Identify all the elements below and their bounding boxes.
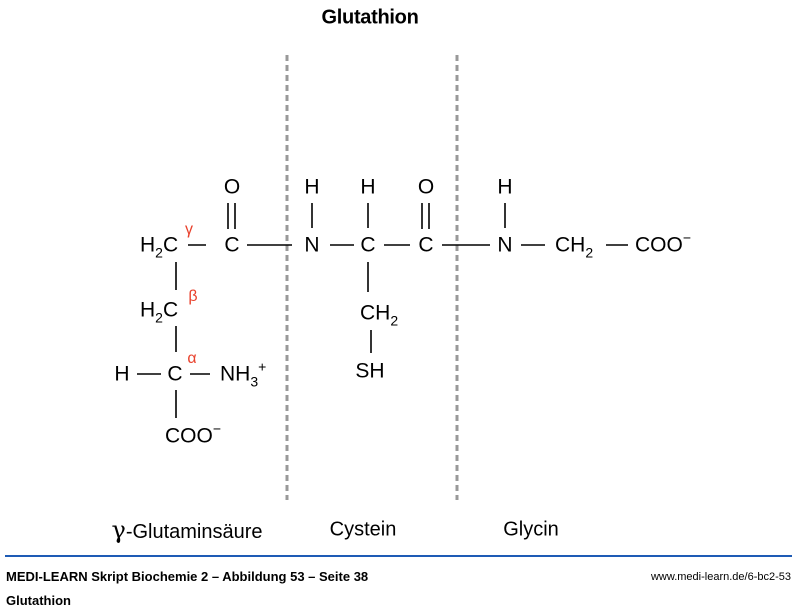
atom-text: C (162, 233, 179, 257)
atom-carbonyl1-c: C (224, 233, 240, 257)
atom-charge: + (258, 358, 267, 375)
atom-subscript: 2 (585, 244, 594, 261)
diagram-title: Glutathion (321, 6, 419, 29)
atom-n2: N (497, 233, 513, 257)
atom-text: H (140, 233, 156, 257)
atom-alpha-h: H (114, 362, 130, 386)
atom-alpha-c: C (167, 362, 183, 386)
atom-gamma-ch2: H2C (140, 233, 179, 260)
atom-subscript: 2 (155, 309, 163, 326)
footer-divider (5, 555, 792, 557)
atom-cys-ch2: CH2 (360, 301, 398, 328)
atom-glu-coo: COO− (165, 422, 221, 448)
atom-n2-h: H (497, 175, 513, 199)
atom-cys-calpha: C (360, 233, 376, 257)
atom-text: H (140, 298, 156, 322)
gamma-symbol: γ (111, 516, 126, 544)
atom-subscript: 2 (155, 244, 163, 261)
atom-text: COO (165, 424, 213, 448)
atom-cys-calpha-h: H (360, 175, 376, 199)
atom-text: NH (220, 362, 251, 386)
gamma-marker: γ (185, 221, 193, 238)
label-cysteine: Cystein (329, 518, 397, 541)
atom-cys-sh: SH (355, 359, 385, 383)
atom-text: C (162, 298, 179, 322)
atom-text: COO (635, 233, 683, 257)
atom-nh3: NH3+ (220, 360, 266, 389)
label-text: -Glutaminsäure (125, 521, 263, 543)
footer-url[interactable]: www.medi-learn.de/6-bc2-53 (650, 571, 791, 583)
footer-caption: MEDI-LEARN Skript Biochemie 2 – Abbildun… (6, 569, 369, 584)
atom-text: CH (360, 301, 391, 325)
atom-carbonyl2-o: O (417, 175, 435, 199)
beta-marker: β (188, 288, 198, 305)
atom-n1-h: H (304, 175, 320, 199)
atom-text: CH (555, 233, 586, 257)
atom-carbonyl1-o: O (223, 175, 241, 199)
atom-gly-coo: COO− (635, 231, 691, 257)
atom-gly-ch2: CH2 (555, 233, 593, 260)
alpha-marker: α (187, 350, 197, 367)
atom-charge: − (212, 420, 222, 437)
atom-beta-ch2: H2C (140, 298, 179, 325)
atom-subscript: 3 (250, 373, 259, 390)
label-glycine: Glycin (503, 518, 559, 541)
footer-subtitle: Glutathion (6, 593, 71, 608)
label-glutamic-acid: γ-Glutaminsäure (111, 516, 262, 544)
atom-subscript: 2 (390, 312, 399, 329)
atom-carbonyl2-c: C (418, 233, 434, 257)
atom-charge: − (682, 229, 692, 246)
atom-n1: N (304, 233, 320, 257)
